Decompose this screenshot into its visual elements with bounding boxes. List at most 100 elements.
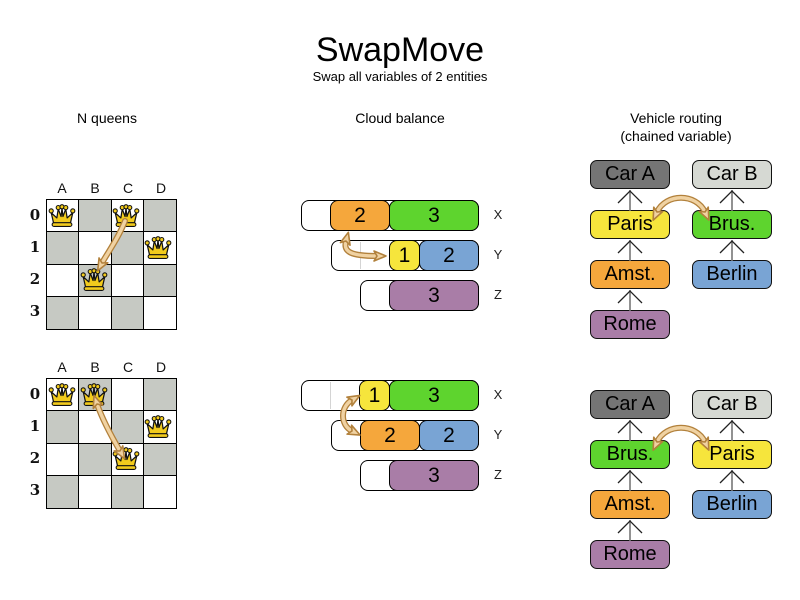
column-label: D [155,180,167,196]
process-load: 2 [443,243,455,267]
board-cell [47,296,80,329]
process-block: 3 [389,460,479,491]
queen-icon [48,204,76,228]
city-box: Rome [590,310,670,339]
cloud-header: Cloud balance [355,110,445,126]
row-label: 1 [29,417,41,435]
column-label: B [90,359,100,375]
vehicle-box: Car A [590,160,670,189]
board-cell [111,232,144,265]
queen-icon [144,236,172,260]
city-label: Paris [607,213,653,235]
computer-label: Y [493,427,503,442]
board-before-column-labels: A B C D [46,180,177,196]
process-load: 2 [354,203,366,227]
process-load: 1 [368,383,381,407]
queen-icon [80,268,108,292]
city-box: Brus. [590,440,670,469]
board-cell [143,200,176,233]
computer-label: X [493,387,503,402]
city-label: Rome [603,313,657,335]
column-label: A [57,359,67,375]
row-label: 2 [29,270,41,288]
board-cell [47,264,80,297]
process-load: 1 [398,243,411,267]
city-box: Berlin [692,260,772,289]
vrp-header-line2: (chained variable) [620,128,732,144]
column-label: C [122,359,134,375]
queen-icon [144,415,172,439]
board-cell [79,232,112,265]
vehicle-label: Car B [706,163,758,185]
process-load: 3 [428,283,440,307]
board-cell [79,475,112,508]
page-subtitle: Swap all variables of 2 entities [312,69,488,84]
row-label: 1 [29,238,41,256]
row-label: 3 [29,302,41,320]
board-cell [111,475,144,508]
board-cell [47,232,80,265]
process-load: 3 [428,463,440,487]
board-cell [79,200,112,233]
queen-icon [112,447,140,471]
board-cell [47,475,80,508]
board-cell [143,443,176,476]
vehicle-box: Car A [590,390,670,419]
board-cell [47,443,80,476]
board-cell [143,411,176,444]
row-label: 0 [29,206,41,224]
row-label: 3 [29,481,41,499]
city-label: Berlin [706,493,758,515]
city-box: Brus. [692,210,772,239]
vehicle-label: Car A [604,163,656,185]
city-box: Rome [590,540,670,569]
city-box: Berlin [692,490,772,519]
page-title: SwapMove [315,31,485,69]
queen-icon [48,383,76,407]
board-after-column-labels: A B C D [46,359,177,375]
city-box: Paris [590,210,670,239]
city-label: Rome [603,543,657,565]
process-block: 1 [389,240,420,271]
chain-arrows-before [617,190,745,311]
process-load: 3 [428,383,440,407]
vehicle-label: Car A [604,393,656,415]
city-label: Amst. [604,493,656,515]
process-load: 2 [384,423,396,447]
process-block: 3 [389,200,479,231]
board-cell [144,297,176,329]
process-load: 2 [443,423,455,447]
board-cell [111,296,144,329]
process-block: 3 [389,280,479,311]
city-box: Amst. [590,490,670,519]
process-block: 1 [359,380,390,411]
unit-divider [330,382,331,409]
city-box: Paris [692,440,772,469]
column-label: D [155,359,167,375]
computer-label: X [493,207,503,222]
row-label: 2 [29,449,41,467]
city-label: Brus. [606,443,654,465]
column-label: B [90,180,100,196]
process-block: 2 [330,200,390,231]
city-label: Amst. [604,263,656,285]
board-cell [47,379,80,412]
board-cell [143,232,176,265]
board-cell [144,476,176,508]
column-label: A [57,180,67,196]
row-label: 0 [29,385,41,403]
city-label: Berlin [706,263,758,285]
nqueens-header: N queens [77,110,137,126]
column-label: C [122,180,134,196]
board-cell [79,411,112,444]
board-cell [111,411,144,444]
process-block: 2 [360,420,420,451]
process-block: 3 [389,380,479,411]
board-cell [111,443,144,476]
computer-label: Z [494,467,502,482]
vehicle-label: Car B [706,393,758,415]
board-cell [47,200,80,233]
board-cell [79,296,112,329]
vrp-header-line1: Vehicle routing [630,110,722,126]
